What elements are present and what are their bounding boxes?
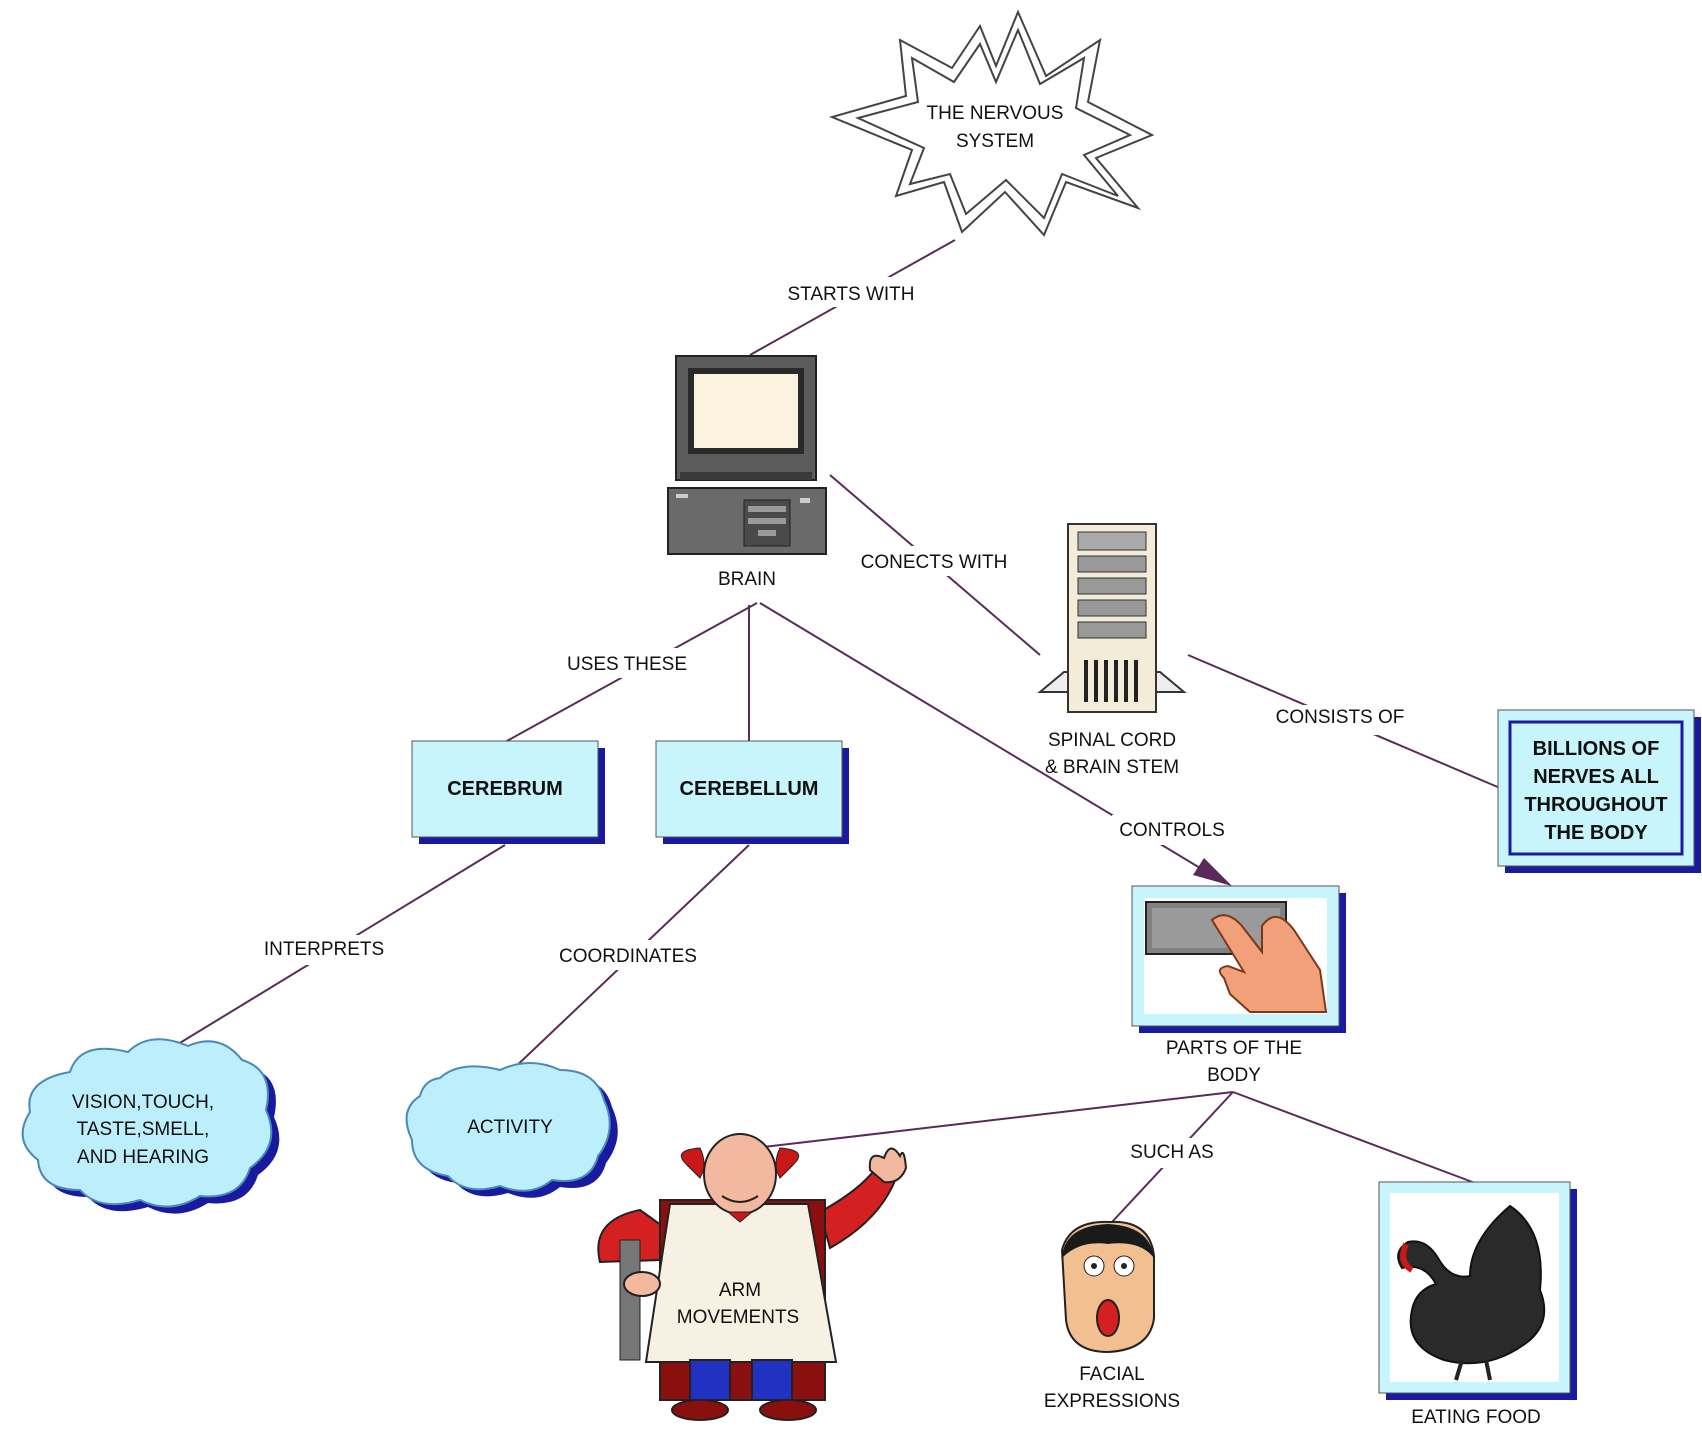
activity-cloud: ACTIVITY [405,1062,618,1198]
arm-line-2: MOVEMENTS [677,1307,799,1328]
senses-line-3: AND HEARING [77,1147,209,1168]
brain-label: BRAIN [718,569,776,590]
label-uses-these: USES THESE [567,654,687,675]
waving-man-icon: ARM MOVEMENTS [597,1133,908,1421]
nerves-line-2: NERVES ALL [1533,766,1659,788]
senses-line-2: TASTE,SMELL, [77,1119,210,1140]
connector-parts-eating [1232,1091,1476,1184]
nerves-box: BILLIONS OF NERVES ALL THROUGHOUT THE BO… [1497,709,1701,873]
cerebellum-box: CEREBELLUM [655,740,849,844]
senses-line-1: VISION,TOUCH, [72,1092,214,1113]
label-starts-with: STARTS WITH [787,284,914,305]
connector-parts-arm [754,1091,1234,1149]
controls-arrowhead [1193,858,1232,886]
turkey-icon [1378,1181,1577,1400]
arm-line-1: ARM [719,1280,761,1301]
label-coordinates: COORDINATES [559,946,697,967]
title-line-2: SYSTEM [956,131,1034,152]
nerves-line-1: BILLIONS OF [1533,738,1660,760]
eating-label: EATING FOOD [1411,1407,1540,1428]
label-interprets: INTERPRETS [264,939,384,960]
title-line-1: THE NERVOUS [927,103,1064,124]
link-labels: STARTS WITH CONECTS WITH USES THESE CONS… [256,277,1414,1168]
label-consists-of: CONSISTS OF [1276,707,1405,728]
spinal-label-line-2: & BRAIN STEM [1045,757,1179,778]
facial-label-line-2: EXPRESSIONS [1044,1391,1180,1412]
activity-label: ACTIVITY [467,1117,553,1138]
title-starburst: THE NERVOUS SYSTEM [828,9,1155,237]
starburst-inner [855,27,1133,220]
facial-label-line-1: FACIAL [1079,1364,1144,1385]
parts-label-line-2: BODY [1207,1065,1261,1086]
surprised-face-icon [1060,1220,1155,1354]
hand-pressing-key-icon [1131,885,1346,1033]
tower-server-icon [1037,523,1187,713]
cerebrum-box: CEREBRUM [411,740,605,844]
parts-label-line-1: PARTS OF THE [1166,1038,1302,1059]
cerebrum-label: CEREBRUM [447,778,563,800]
cerebellum-label: CEREBELLUM [680,778,819,800]
label-such-as: SUCH AS [1130,1142,1213,1163]
nerves-line-4: THE BODY [1544,822,1648,844]
nerves-line-3: THROUGHOUT [1524,794,1667,816]
spinal-label-line-1: SPINAL CORD [1048,730,1176,751]
label-conects-with: CONECTS WITH [861,552,1008,573]
computer-icon [667,355,827,555]
senses-cloud: VISION,TOUCH, TASTE,SMELL, AND HEARING [21,1038,280,1214]
label-controls: CONTROLS [1119,820,1225,841]
